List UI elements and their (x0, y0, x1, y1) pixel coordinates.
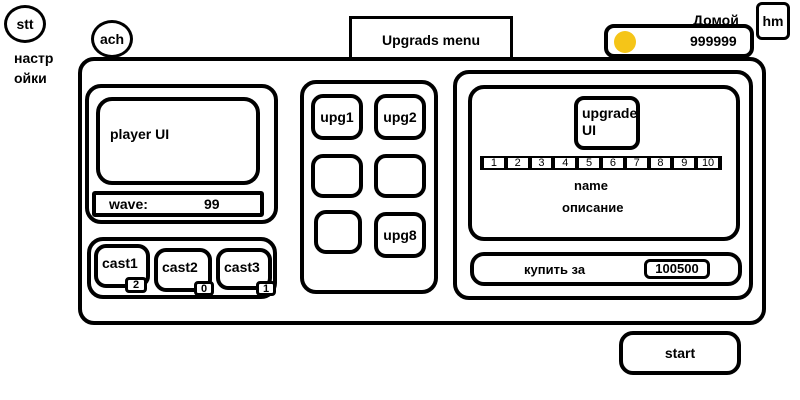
upgrade-slot-4[interactable] (374, 154, 426, 198)
level-cell: 9 (674, 158, 695, 169)
upgrade-icon: upgrade UI (574, 96, 640, 150)
achievements-button[interactable]: ach (91, 20, 133, 58)
cast-label: cast2 (162, 259, 198, 275)
level-cell: 8 (650, 158, 671, 169)
upgrade-slot-label: upg8 (383, 227, 417, 243)
cast-button-2[interactable]: cast2 (154, 248, 212, 292)
upgrade-description: описание (562, 200, 624, 215)
upgrade-name: name (574, 178, 608, 193)
level-cell: 10 (698, 158, 718, 169)
player-panel (85, 84, 278, 224)
upgrade-slot-label: upg2 (383, 109, 417, 125)
cast-label: cast1 (102, 255, 138, 271)
upgrade-slot-5[interactable] (314, 210, 362, 254)
level-cell: 2 (507, 158, 528, 169)
main-panel (78, 57, 766, 325)
wave-value: 99 (204, 196, 220, 212)
settings-button[interactable]: stt (4, 5, 46, 43)
player-ui-box (96, 97, 260, 185)
coin-icon (614, 31, 636, 53)
buy-button[interactable] (470, 252, 742, 286)
level-cell: 1 (484, 158, 504, 169)
home-button-label: hm (762, 13, 784, 29)
level-cell: 5 (579, 158, 599, 169)
level-cell: 3 (531, 158, 552, 169)
upgrade-slot-1[interactable]: upg1 (311, 94, 363, 140)
cast-count: 2 (125, 277, 147, 293)
achievements-button-label: ach (99, 31, 125, 47)
wave-bar (92, 191, 264, 217)
player-ui-label: player UI (110, 126, 170, 142)
cast-label: cast3 (224, 259, 260, 275)
cast-count: 1 (256, 281, 276, 296)
upgrade-slot-3[interactable] (311, 154, 363, 198)
settings-button-label: stt (16, 16, 34, 32)
currency-value: 999999 (690, 33, 737, 49)
currency-display (604, 24, 754, 58)
settings-caption: настр ойки (14, 50, 54, 86)
level-bar: 1 2 3 4 5 6 7 8 9 10 (480, 156, 722, 170)
price-value: 100500 (644, 259, 710, 279)
cast-count: 0 (194, 281, 214, 296)
start-button[interactable]: start (619, 331, 741, 375)
upgrade-slot-6[interactable]: upg8 (374, 212, 426, 258)
wave-label: wave: (109, 196, 148, 212)
upgrade-info-box (468, 85, 740, 241)
level-cell: 6 (602, 158, 623, 169)
upgrade-slot-2[interactable]: upg2 (374, 94, 426, 140)
upgrades-grid-panel (300, 80, 438, 294)
upgrades-menu-title-text: Upgrads menu (381, 31, 480, 48)
cast-panel (87, 237, 277, 299)
upgrade-slot-label: upg1 (320, 109, 354, 125)
home-button[interactable]: hm (756, 2, 790, 40)
start-button-label: start (664, 345, 696, 361)
upgrade-detail-panel (453, 70, 753, 300)
buy-label: купить за (524, 262, 586, 277)
level-cell: 7 (626, 158, 647, 169)
upgrades-menu-title: Upgrads menu (349, 16, 513, 60)
level-cell: 4 (555, 158, 576, 169)
